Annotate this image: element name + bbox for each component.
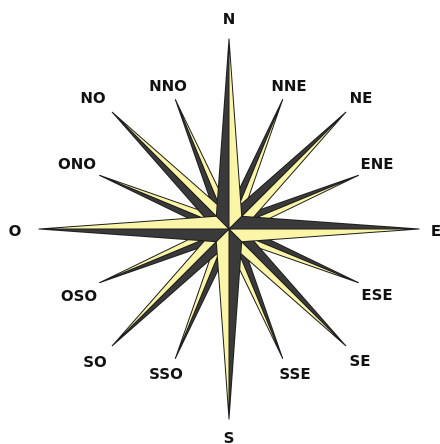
label-oso: OSO — [61, 287, 97, 305]
label-sse: SSE — [279, 365, 310, 383]
label-ono: ONO — [58, 155, 96, 173]
label-ene: ENE — [360, 155, 393, 173]
label-se: SE — [349, 352, 370, 370]
label-no: NO — [80, 89, 105, 107]
label-e: E — [431, 222, 440, 240]
label-ese: ESE — [361, 286, 392, 304]
label-s: S — [224, 429, 235, 444]
label-sso: SSO — [149, 365, 183, 383]
label-nne: NNE — [271, 77, 306, 95]
label-nno: NNO — [149, 77, 187, 95]
label-so: SO — [83, 353, 107, 371]
label-ne: NE — [350, 89, 373, 107]
label-n: N — [223, 10, 236, 28]
label-o: O — [9, 222, 22, 240]
